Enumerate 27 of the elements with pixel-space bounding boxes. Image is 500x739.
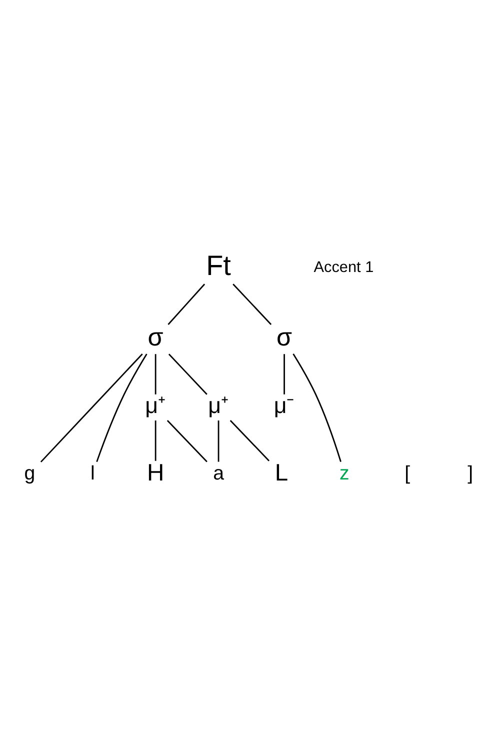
connector (284, 354, 285, 394)
connector (96, 353, 148, 462)
node-text: μ⁻ (274, 392, 295, 418)
node-text: H (146, 459, 164, 486)
connector (166, 420, 208, 462)
connector (232, 283, 272, 324)
label: [ (404, 462, 410, 484)
connector (218, 420, 220, 462)
node-text: Ft (206, 249, 231, 280)
node-text: σ (276, 322, 292, 351)
connector (292, 353, 342, 462)
label: Accent 1 (314, 258, 374, 276)
node-text: z (340, 462, 350, 484)
node-text: l (90, 462, 95, 484)
node-text: μ⁺ (145, 392, 166, 418)
node-text: a (213, 462, 224, 484)
connector (40, 353, 143, 462)
connector (154, 354, 156, 394)
node-text: g (24, 462, 36, 484)
node-text: μ⁺ (208, 392, 229, 418)
connector (154, 420, 156, 460)
node-text: L (274, 459, 288, 486)
label: ] (468, 462, 474, 484)
node-text: σ (148, 322, 164, 351)
connector (168, 283, 206, 324)
connector (230, 420, 270, 461)
connector (168, 353, 208, 394)
